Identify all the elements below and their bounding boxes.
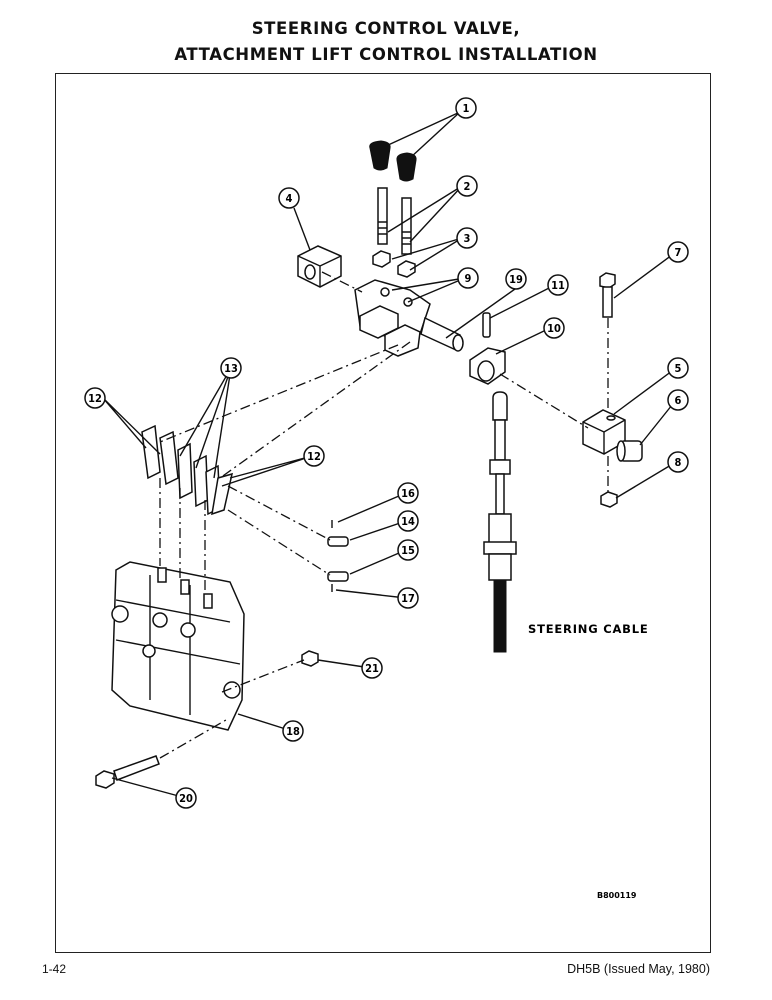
control-shaft-part xyxy=(354,279,464,357)
nut-part-21 xyxy=(301,650,319,667)
callout-16: 16 xyxy=(401,487,415,500)
valve-body-part xyxy=(111,561,245,731)
callout-3: 3 xyxy=(464,232,471,245)
callout-21: 21 xyxy=(365,662,379,675)
callout-18: 18 xyxy=(286,725,300,738)
callout-13: 13 xyxy=(224,362,238,375)
callout-15: 15 xyxy=(401,544,415,557)
pin-part xyxy=(482,312,491,338)
callout-circles xyxy=(84,97,689,809)
long-bolt-part xyxy=(95,755,160,789)
page-title-line-2: ATTACHMENT LIFT CONTROL INSTALLATION xyxy=(174,45,598,64)
block-part-lower xyxy=(582,409,626,455)
clevis-pin-part xyxy=(327,520,349,592)
block-part xyxy=(297,245,342,288)
callout-2: 2 xyxy=(464,180,471,193)
nut-part xyxy=(372,250,416,278)
callout-8: 8 xyxy=(675,456,682,469)
callout-6: 6 xyxy=(675,394,682,407)
callout-7: 7 xyxy=(675,246,682,259)
callout-19: 20 xyxy=(179,792,193,805)
threaded-rod-part xyxy=(377,187,412,255)
callout-12-left: 12 xyxy=(88,392,102,405)
steering-cable-label: STEERING CABLE xyxy=(528,622,649,636)
callout-11: 11 xyxy=(551,279,565,292)
knob-part xyxy=(369,140,417,182)
collar-part xyxy=(469,347,506,385)
callout-12-right: 12 xyxy=(307,450,321,463)
page-title-line-1: STEERING CONTROL VALVE, xyxy=(251,19,521,38)
lever-link-part xyxy=(141,424,234,516)
diagram-frame xyxy=(55,73,711,953)
callout-17: 17 xyxy=(401,592,415,605)
callout-14: 14 xyxy=(401,515,415,528)
callout-20: 19 xyxy=(509,273,523,286)
page-number: 1-42 xyxy=(42,962,67,976)
callout-1: 1 xyxy=(463,102,470,115)
document-info: DH5B (Issued May, 1980) xyxy=(567,962,710,976)
bushing-part xyxy=(616,440,643,462)
alignment-lines xyxy=(159,271,609,759)
callout-9: 9 xyxy=(465,272,472,285)
callout-numbers: 1 2 3 4 9 19 11 10 7 5 6 8 12 13 12 16 1… xyxy=(88,102,681,805)
callout-5: 5 xyxy=(675,362,682,375)
callout-4: 4 xyxy=(286,192,293,205)
lock-nut-part xyxy=(600,491,618,508)
steering-cable-part xyxy=(483,391,517,653)
leader-lines xyxy=(102,111,677,799)
callout-10: 10 xyxy=(547,322,561,335)
bolt-part xyxy=(599,272,616,318)
drawing-code: B800119 xyxy=(597,891,637,900)
